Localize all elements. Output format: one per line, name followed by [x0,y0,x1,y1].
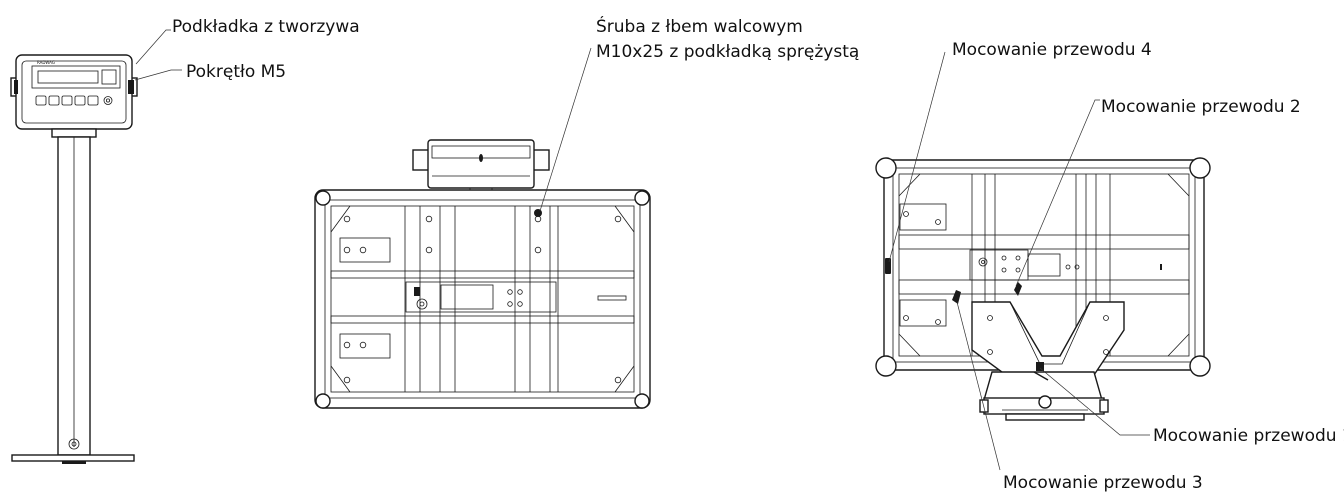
column-adapter [51,128,97,138]
knob-m5 [128,80,134,94]
crossbar [330,270,635,279]
load-cell [440,284,494,310]
bolt-m10x25 [534,209,542,217]
foot [315,393,331,409]
leader-knob [134,69,182,81]
platform-inner-frame [324,199,641,399]
key-button [35,95,47,106]
knob-m5-left [14,80,18,94]
platform-frame [883,159,1205,371]
indicator-display [31,65,121,89]
leader-cable-mount-2 [1015,99,1100,287]
indicator-front-panel [21,60,127,124]
label-bolt-line1: Śruba z łbem walcowym [596,15,803,37]
indicator-top [427,139,535,189]
foot [315,190,331,206]
cable-mount-4 [885,258,891,274]
leader-bolt [539,47,592,212]
platform-frame [314,189,651,409]
leader-cable-mount-1 [1039,367,1150,436]
foot [875,157,897,179]
leader-cable-mount-3 [956,301,1001,471]
indicator-column-view: RADWAG Podkładka z tworzywa Pokrętło M5 [10,17,360,464]
cable-mount-3 [952,290,961,304]
platform-bottom-view: Śruba z łbem walcowym M10x25 z podkładką… [314,15,859,409]
label-bolt-line2: M10x25 z podkładką sprężystą [596,42,859,62]
key-button [87,95,99,106]
label-cable-mount-3: Mocowanie przewodu 3 [1003,473,1203,493]
cable-mount-2 [1014,282,1022,296]
column-base-plate [11,454,135,462]
key-button [74,95,86,106]
display-side-window [101,69,117,85]
foot [875,355,897,377]
foot [1189,157,1211,179]
foot [634,190,650,206]
key-button [48,95,60,106]
crossbar [898,279,1190,295]
power-button [103,96,113,105]
label-cable-mount-2: Mocowanie przewodu 2 [1101,97,1301,117]
load-cell-mount [405,281,557,313]
column-cable-hole [68,438,80,450]
leader-plastic-washer [135,29,171,65]
key-button [61,95,73,106]
label-knob-m5: Pokrętło M5 [186,62,286,82]
label-plastic-washer: Podkładka z tworzywa [172,17,360,37]
indicator-brand: RADWAG [37,60,55,65]
crossbar [330,315,635,324]
label-cable-mount-4: Mocowanie przewodu 4 [952,40,1152,60]
platform-mount-view: Mocowanie przewodu 4 Mocowanie przewodu … [875,40,1344,493]
foot [634,393,650,409]
leader-cable-mount-4 [888,51,946,263]
crossbar [898,234,1190,250]
display-window [37,70,99,84]
label-cable-mount-1: Mocowanie przewodu 1 [1153,426,1344,446]
foot [1189,355,1211,377]
cable-mount-1 [1036,362,1044,371]
